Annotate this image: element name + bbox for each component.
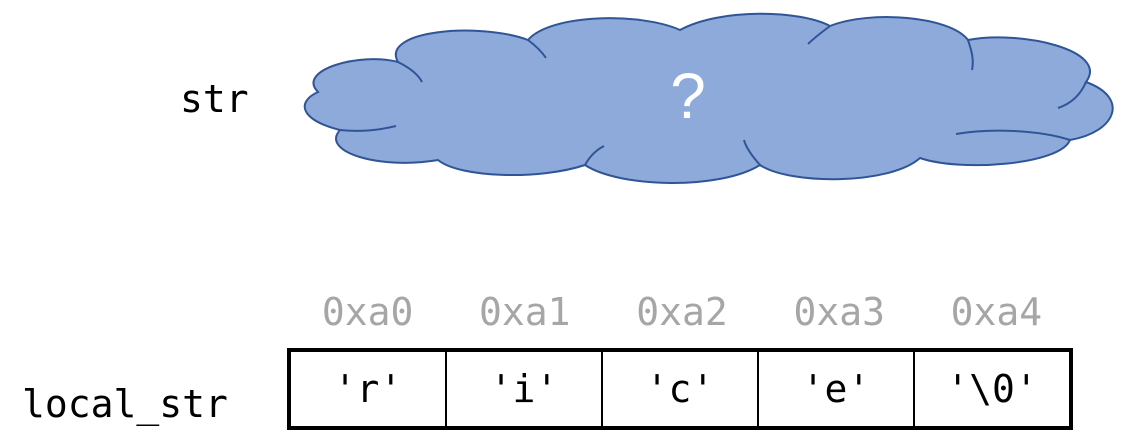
cloud-shape [303, 12, 1114, 184]
local-str-variable-label: local_str [22, 382, 228, 426]
array-cell: 'i' [447, 352, 603, 426]
unknown-value-mark: ? [670, 60, 706, 132]
address-label: 0xa1 [479, 290, 571, 334]
address-label: 0xa3 [793, 290, 885, 334]
str-variable-label: str [180, 77, 249, 121]
address-label: 0xa2 [636, 290, 728, 334]
unknown-value-cloud: ? [303, 12, 1114, 184]
address-label: 0xa4 [950, 290, 1043, 334]
array-cell: '\0' [946, 367, 1038, 411]
char-array: 'r' 'i' 'c' 'e' '\0' [287, 348, 1073, 430]
array-cell: 'r' [291, 352, 447, 426]
address-row: 0xa0 0xa1 0xa2 0xa3 0xa4 [289, 287, 1075, 337]
array-cell: 'c' [603, 352, 759, 426]
array-cell: 'e' [759, 352, 915, 426]
address-label: 0xa0 [321, 290, 414, 334]
